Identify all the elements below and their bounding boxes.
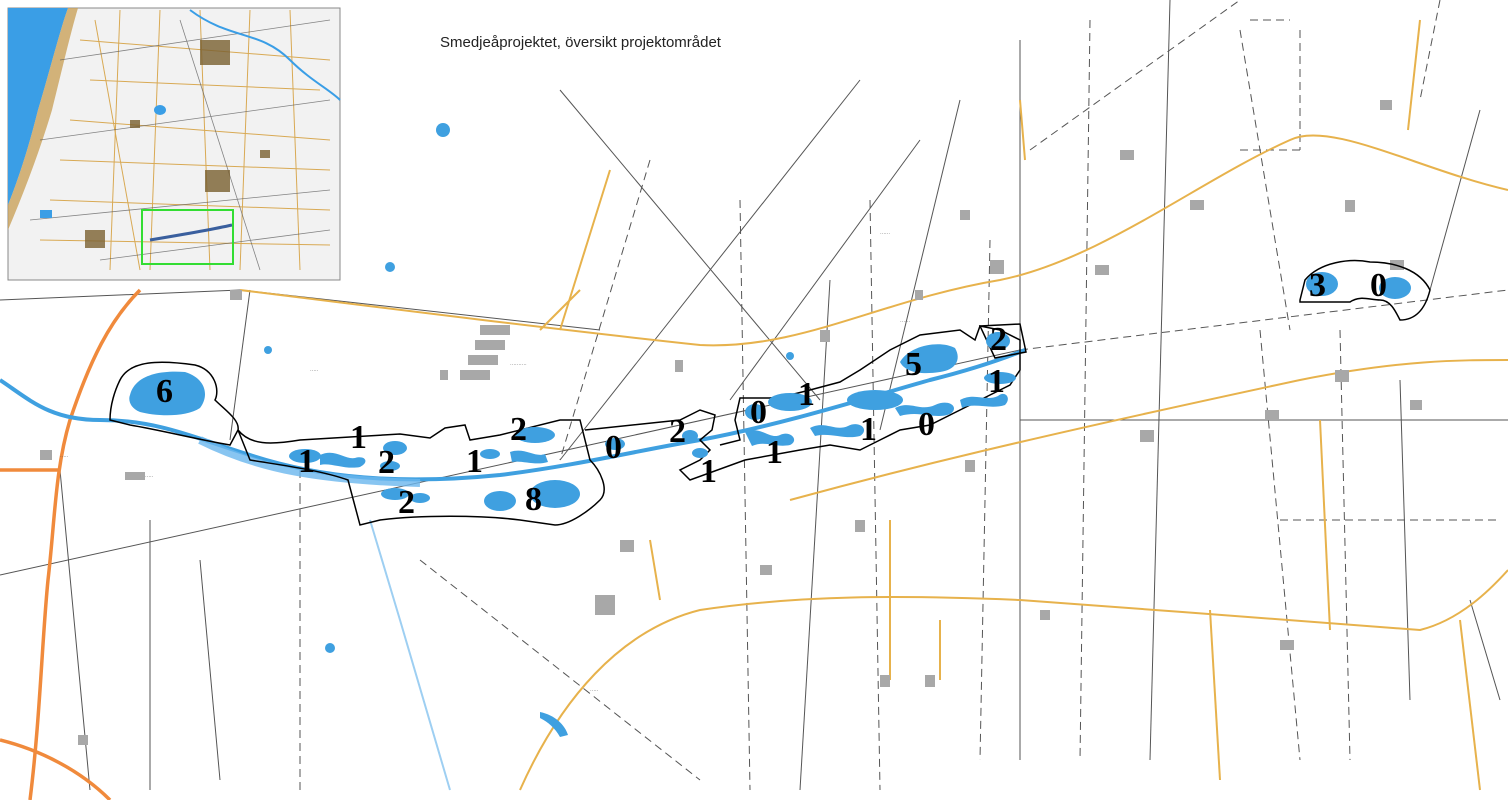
sea	[8, 8, 68, 205]
pond-number: 3	[1309, 267, 1326, 304]
map-title: Smedjeåprojektet, översikt projektområde…	[440, 34, 721, 51]
pond-number: 1	[860, 411, 877, 448]
svg-text:·····: ·····	[145, 474, 154, 480]
inset-overview-map	[7, 7, 341, 281]
pond-number: 2	[378, 444, 395, 481]
pond-number: 0	[605, 429, 622, 466]
pond-number: 2	[669, 413, 686, 450]
project-area-highlight	[141, 209, 234, 265]
svg-text:······: ······	[900, 319, 910, 325]
svg-text:·····: ·····	[310, 368, 319, 374]
pond-number: 1	[798, 376, 815, 413]
river-channel	[198, 436, 421, 487]
major-roads	[0, 288, 142, 800]
pond-number: 0	[750, 394, 767, 431]
svg-text:·····: ·····	[60, 454, 69, 460]
pond-number: 1	[298, 443, 315, 480]
pond-number: 8	[525, 481, 542, 518]
pond-number: 0	[918, 406, 935, 443]
river	[0, 348, 1026, 482]
pond-number: 6	[156, 373, 173, 410]
pond-number: 2	[510, 411, 527, 448]
pond-number: 2	[398, 484, 415, 521]
svg-text:·····: ·····	[590, 688, 599, 694]
coast-settlement	[8, 8, 78, 230]
project-ponds	[129, 272, 1411, 511]
pond-number: 5	[905, 346, 922, 383]
side-stream	[369, 519, 451, 791]
pond-number: 2	[990, 321, 1007, 358]
project-boundaries	[109, 259, 1431, 526]
svg-text:··········: ··········	[510, 362, 527, 368]
pond-number: 1	[700, 453, 717, 490]
place-labels: ····· ·········· ······ ······ ····· ···…	[60, 231, 910, 694]
minor-roads	[239, 19, 1508, 791]
pond-number: 1	[350, 419, 367, 456]
buildings	[40, 100, 1422, 745]
pond-number: 1	[466, 443, 483, 480]
pond-number: 1	[766, 434, 783, 471]
pond-number: 0	[1370, 267, 1387, 304]
pond-number: 1	[988, 363, 1005, 400]
svg-text:······: ······	[880, 231, 890, 237]
pond-numbers: 6 1 1 2 2 1 2 8 0 2 1 0 1 1 0 1 5 2 1 3 …	[156, 267, 1387, 521]
